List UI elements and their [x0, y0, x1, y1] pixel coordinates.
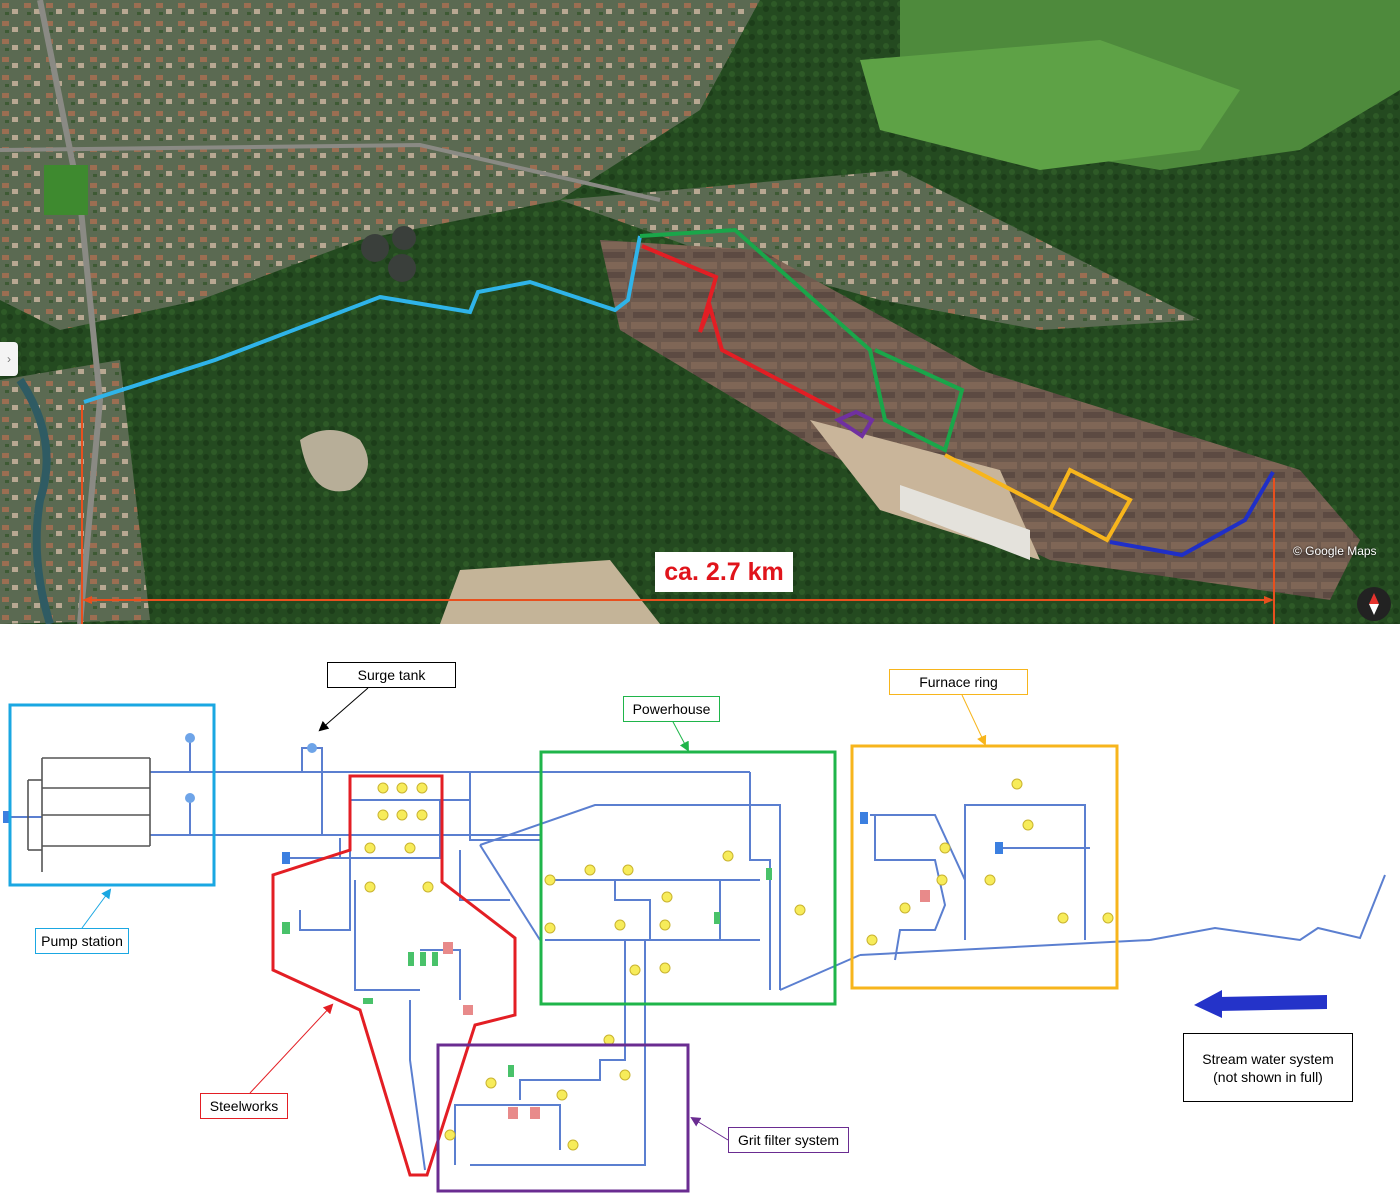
furnace-ring-region	[850, 744, 1119, 990]
route-steelworks	[641, 244, 841, 414]
route-furnace-connector	[944, 453, 1051, 512]
scale-arrow-left	[82, 596, 92, 604]
route-furnace-ring	[1047, 467, 1133, 543]
pump-station-internals	[27, 757, 151, 872]
pump-station-region	[8, 703, 216, 887]
route-powerhouse	[639, 227, 965, 453]
route-pump-station	[83, 235, 642, 404]
satellite-map[interactable]: › ca. 2.7 km © Google Maps	[0, 0, 1400, 626]
furnace-ring-leader	[961, 694, 987, 746]
grit-filter-leader	[690, 1116, 729, 1141]
hydraulic-schematic: Surge tank Pump station Powerhouse Furna…	[0, 624, 1400, 1193]
surge-tank-leader	[318, 687, 369, 732]
furnace-ring-label: Furnace ring	[889, 669, 1028, 695]
route-grit-filter	[833, 409, 875, 439]
component-markers	[3, 733, 1114, 1151]
powerhouse-leader	[671, 719, 689, 752]
route-stream	[1109, 470, 1275, 558]
powerhouse-region	[539, 750, 837, 1006]
steelworks-label: Steelworks	[200, 1093, 288, 1119]
pump-station-leader	[81, 888, 112, 929]
stream-water-label: Stream water system (not shown in full)	[1183, 1033, 1353, 1102]
pipeline-route-overlay	[81, 227, 1275, 624]
map-side-panel-toggle[interactable]: ›	[0, 342, 18, 376]
compass-button[interactable]	[1357, 587, 1391, 621]
scale-arrow-right	[1264, 596, 1274, 604]
pump-station-label: Pump station	[35, 928, 129, 954]
satellite-imagery	[0, 0, 1400, 626]
steelworks-leader	[249, 1003, 334, 1094]
compass-icon	[1369, 593, 1379, 615]
schematic-drawing	[3, 687, 1386, 1193]
grit-filter-label: Grit filter system	[728, 1127, 849, 1153]
powerhouse-label: Powerhouse	[623, 696, 720, 722]
grit-filter-region	[436, 1043, 690, 1193]
surge-tank-label: Surge tank	[327, 662, 456, 688]
chevron-right-icon: ›	[7, 352, 11, 366]
steelworks-region	[271, 774, 517, 1177]
stream-flow-arrow	[1194, 990, 1327, 1018]
distance-label: ca. 2.7 km	[655, 552, 793, 592]
map-attribution: © Google Maps	[1293, 544, 1377, 558]
